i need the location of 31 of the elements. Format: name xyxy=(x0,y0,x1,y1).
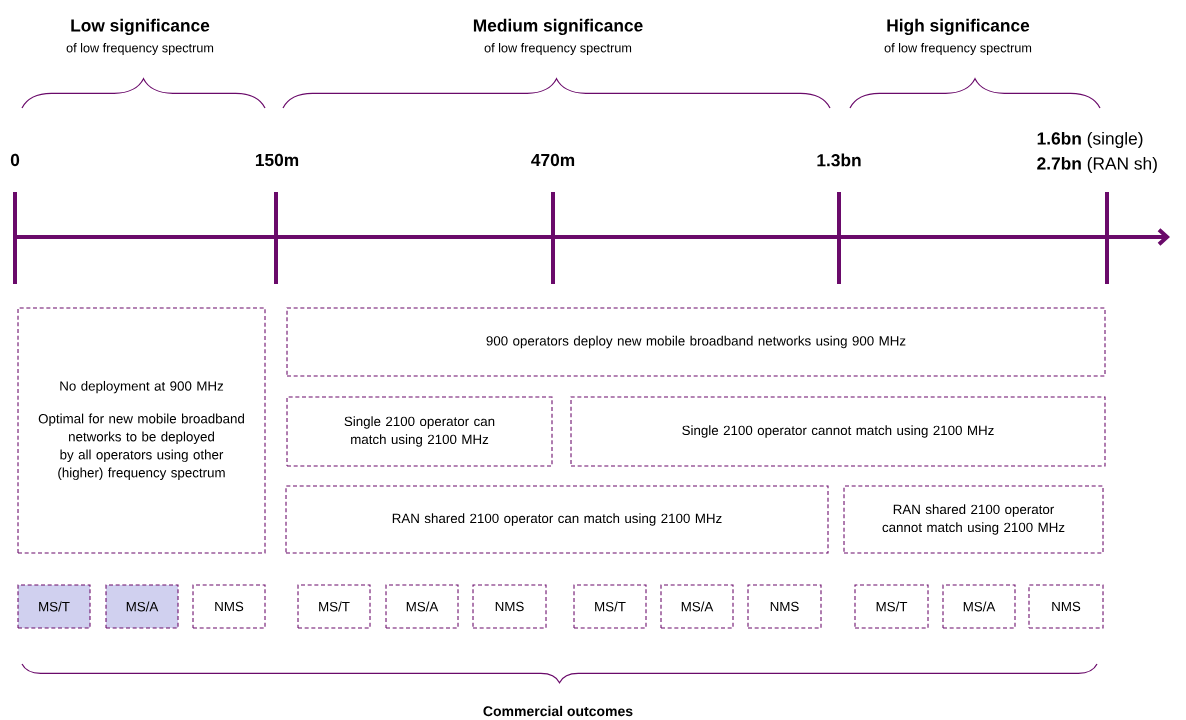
outcome-box: MS/T xyxy=(17,584,91,629)
subheading: of low frequency spectrum xyxy=(884,43,1032,55)
scenario-box: Single 2100 operator can match using 2100 MHz xyxy=(286,396,553,467)
outcome-box: MS/A xyxy=(105,584,179,629)
outcome-box: MS/T xyxy=(573,584,647,629)
scenario-box: RAN shared 2100 operator cannot match using 2100 MHz xyxy=(843,485,1104,554)
tick-value: 150m xyxy=(255,153,299,167)
tick-value: 1.3bn xyxy=(817,153,861,167)
heading: Medium significance xyxy=(473,18,643,36)
outcome-box: NMS xyxy=(472,584,547,629)
outcome-box: MS/A xyxy=(385,584,459,629)
tick-value: 1.6bn (single) xyxy=(1037,131,1143,149)
tick-value: 2.7bn (RAN sh) xyxy=(1037,156,1157,174)
outcome-box: NMS xyxy=(747,584,822,629)
tick-value: 470m xyxy=(531,153,575,167)
tick-value: 0 xyxy=(10,153,20,167)
scenario-box: 900 operators deploy new mobile broadband networks using 900 MHz xyxy=(286,307,1106,377)
subheading: of low frequency spectrum xyxy=(484,43,632,55)
outcome-box: MS/A xyxy=(660,584,734,629)
outcome-box: MS/T xyxy=(854,584,929,629)
heading: Low significance xyxy=(71,18,210,36)
outcome-box: MS/T xyxy=(297,584,371,629)
scenario-box: RAN shared 2100 operator can match using 2100 MHz xyxy=(285,485,829,554)
scenario-box: Single 2100 operator cannot match using 2100 MHz xyxy=(570,396,1106,467)
caption-text: Commercial outcomes xyxy=(483,705,633,717)
subheading: of low frequency spectrum xyxy=(66,43,214,55)
outcome-box: NMS xyxy=(1028,584,1104,629)
outcome-box: MS/A xyxy=(942,584,1016,629)
heading: High significance xyxy=(887,18,1030,36)
scenario-box: No deployment at 900 MHz Optimal for new mobile broadband networks to be deployed by all operators using other (higher) frequency spectrum xyxy=(17,307,266,554)
outcome-box: NMS xyxy=(192,584,266,629)
